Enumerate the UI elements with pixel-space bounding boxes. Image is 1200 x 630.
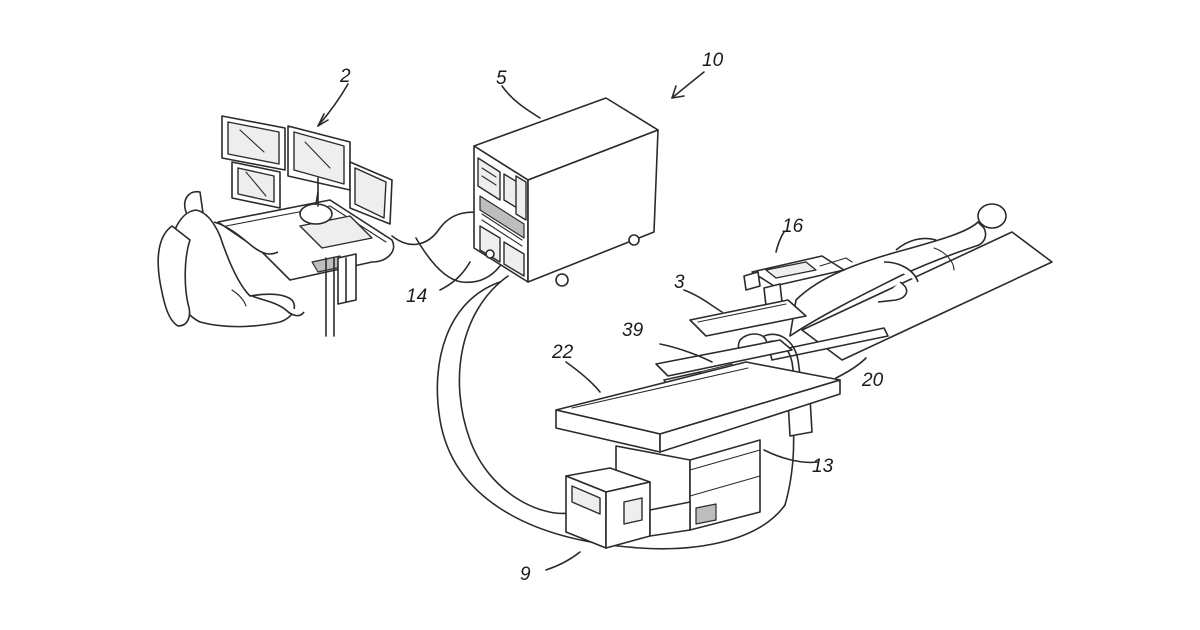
label-drive-unit: 39 xyxy=(622,320,644,341)
label-rail: 20 xyxy=(861,370,884,391)
label-base-unit: 9 xyxy=(520,564,531,585)
label-control-cabinet: 5 xyxy=(496,68,507,89)
system-reference: 10 xyxy=(672,50,724,98)
operator-console: 2 xyxy=(158,66,393,336)
label-patient-module: 3 xyxy=(674,272,685,293)
label-table: 22 xyxy=(551,342,574,363)
patient-table-assembly: 20 xyxy=(770,204,1052,391)
label-console: 2 xyxy=(339,66,351,87)
control-cabinet: 5 14 xyxy=(406,68,658,307)
label-flush-bag: 13 xyxy=(812,456,834,477)
label-imaging-head: 16 xyxy=(782,216,804,237)
label-system: 10 xyxy=(702,50,724,71)
label-cable: 14 xyxy=(406,286,427,307)
